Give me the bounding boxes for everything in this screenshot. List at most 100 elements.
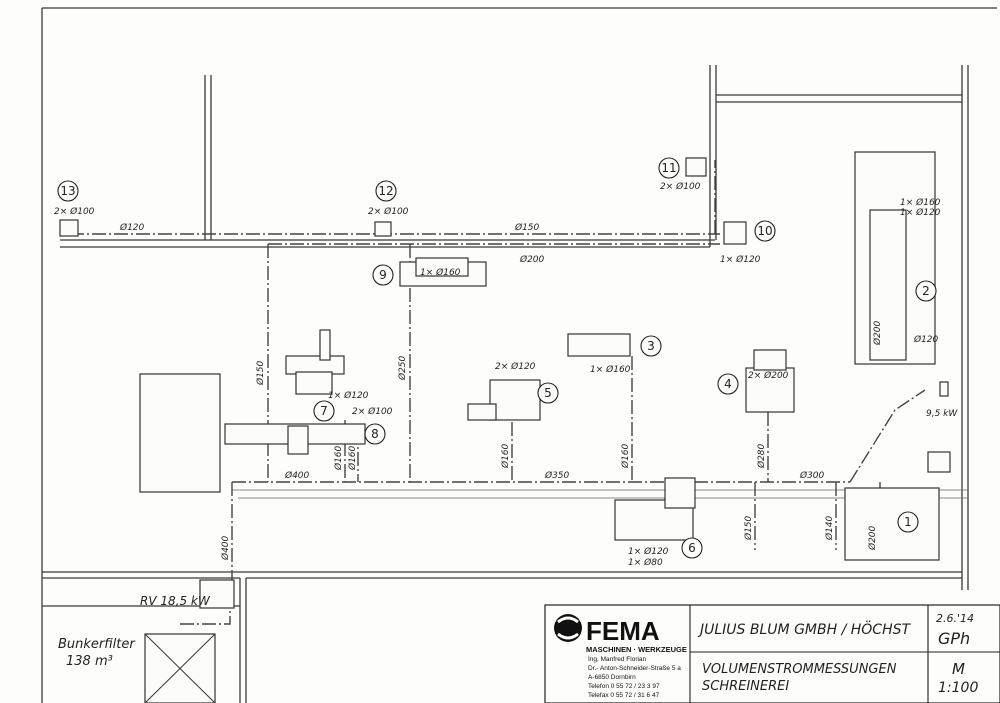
marker-7-number: 7 (320, 404, 328, 418)
marker-7-circle (313, 400, 335, 422)
m8-flow: 2× Ø100 (352, 406, 393, 417)
marker-3-number: 3 (647, 339, 655, 353)
company-fax: Telefax 0 55 72 / 31 6 47 (588, 692, 660, 699)
machine-8-head (287, 425, 309, 455)
small-box (927, 451, 951, 473)
duct-label-top-120: Ø120 (119, 222, 145, 233)
duct-label-v-150b: Ø150 (743, 515, 754, 541)
marker-5-circle (537, 382, 559, 404)
marker-9-number: 9 (379, 268, 387, 282)
marker-13-number: 13 (60, 184, 75, 198)
marker-1-number: 1 (904, 515, 912, 529)
marker-12-circle (375, 180, 397, 202)
marker-5-number: 5 (544, 386, 552, 400)
signature: GPh (938, 629, 970, 648)
duct-label-v-280: Ø280 (756, 443, 767, 469)
m11-flow: 2× Ø100 (660, 181, 701, 192)
duct-label-v-160d: Ø160 (620, 443, 631, 469)
marker-8-number: 8 (371, 427, 379, 441)
marker-8-circle (364, 423, 386, 445)
company-street: Dr.- Anton-Schneider-Straße 5 a (588, 665, 681, 672)
machine-10-box (723, 221, 747, 245)
m6-flow-1: 1× Ø120 (628, 546, 669, 557)
marker-3-circle (640, 335, 662, 357)
duct-label-main-300: Ø300 (799, 470, 825, 481)
flow-labels: Ø200 1× Ø160 1× Ø120 Ø200 Ø120 1× Ø160 2… (54, 181, 958, 669)
m6-flow-2: 1× Ø80 (628, 557, 663, 568)
marker-11-circle (658, 157, 680, 179)
storage-block (139, 373, 221, 493)
duct-label-v-250: Ø250 (397, 355, 408, 381)
client-name: JULIUS BLUM GMBH / HÖCHST (697, 620, 911, 638)
fan-main-label: RV 18,5 kW (140, 594, 211, 608)
machine-7-post (319, 329, 331, 361)
m1-flow: Ø200 (867, 525, 878, 551)
scale-value: 1:100 (938, 680, 978, 696)
duct-label-top-150: Ø150 (514, 222, 540, 233)
marker-12-number: 12 (378, 184, 393, 198)
m2-flow-top: 1× Ø160 (900, 197, 941, 208)
machine-4-top (753, 349, 787, 371)
machine-11-box (685, 157, 707, 177)
machine-7-body (295, 371, 333, 395)
duct-label-v-150: Ø150 (255, 360, 266, 386)
company-phone: Telefon 0 55 72 / 23 3 97 (588, 683, 660, 690)
company-city: A-6850 Dornbirn (588, 674, 636, 681)
m7-flow: 1× Ø120 (328, 390, 369, 401)
duct-label-v-160a: Ø160 (333, 445, 344, 471)
machine-1-body (844, 487, 940, 561)
bunker-label-2: 138 m³ (66, 654, 113, 669)
duct-label-v-140: Ø140 (824, 515, 835, 541)
machine-12-box (374, 221, 392, 237)
machines (59, 151, 951, 703)
machine-9-top (415, 257, 469, 277)
bunker-label-1: Bunkerfilter (58, 637, 136, 652)
machine-6-head (664, 477, 696, 509)
marker-9-circle (372, 264, 394, 286)
fan-1-label: 9,5 kW (926, 409, 958, 419)
company-tagline: MASCHINEN · WERKZEUGE (586, 645, 687, 654)
fan-9-5-box (939, 381, 949, 397)
duct-label-top-200: Ø200 (519, 254, 545, 265)
machine-5-body (489, 379, 541, 421)
description-line-1: VOLUMENSTROMMESSUNGEN (702, 662, 897, 677)
description-line-2: SCHREINEREI (702, 679, 789, 694)
m2-flow-bottom: 1× Ø120 (900, 207, 941, 218)
duct-label-v-400: Ø400 (220, 535, 231, 561)
marker-2-circle (915, 280, 937, 302)
m2-branch2: Ø120 (913, 334, 939, 345)
machine-5-table (467, 403, 497, 421)
m10-flow: 1× Ø120 (720, 254, 761, 265)
marker-6-circle (681, 537, 703, 559)
machine-2-inner (869, 209, 907, 361)
marker-2-number: 2 (922, 284, 930, 298)
scale-label: M (952, 660, 965, 678)
company-person: Ing. Manfred Florian (588, 656, 647, 663)
m9-flow: 1× Ø160 (420, 267, 461, 278)
bunker-filter-cross (144, 633, 216, 703)
machine-markers: 1 2 3 4 5 6 7 8 9 10 11 12 13 (57, 157, 937, 559)
duct-label-v-160b: Ø160 (347, 445, 358, 471)
drawing-date: 2.6.'14 (936, 612, 974, 625)
duct-label-main-400: Ø400 (284, 470, 310, 481)
title-block: FEMA MASCHINEN · WERKZEUGE Ing. Manfred … (544, 604, 1000, 703)
fan-rv-box (199, 579, 235, 609)
m2-branch: Ø200 (872, 320, 883, 346)
marker-4-number: 4 (724, 377, 732, 391)
marker-10-number: 10 (757, 224, 772, 238)
marker-11-number: 11 (661, 161, 676, 175)
marker-1-circle (897, 511, 919, 533)
building-walls (41, 7, 997, 703)
m13-flow: 2× Ø100 (54, 206, 95, 217)
marker-6-number: 6 (688, 541, 696, 555)
m3-flow: 1× Ø160 (590, 364, 631, 375)
machine-7-top (285, 355, 345, 375)
duct-label-v-160c: Ø160 (500, 443, 511, 469)
m12-flow: 2× Ø100 (368, 206, 409, 217)
marker-13-circle (57, 180, 79, 202)
machine-13-box (59, 219, 79, 237)
m5-flow: 2× Ø120 (495, 361, 536, 372)
marker-10-circle (754, 220, 776, 242)
machine-3-body (567, 333, 631, 357)
